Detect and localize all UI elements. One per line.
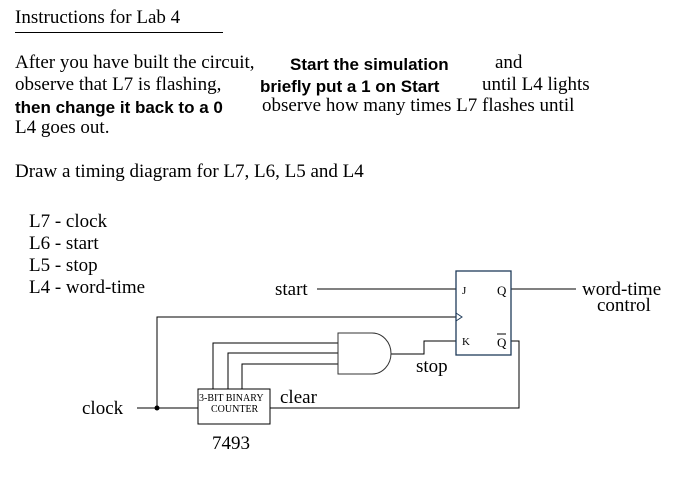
instruction-line3-end: observe how many times L7 flashes until	[262, 95, 575, 116]
clock-loop-wire	[156, 316, 456, 408]
start-label: start	[275, 279, 308, 300]
ff-k-label: K	[462, 336, 470, 348]
clock-triangle-icon	[455, 312, 463, 322]
legend-item-l6: L6 - start	[29, 233, 99, 254]
legend-item-l4: L4 - word-time	[29, 277, 146, 298]
counter-part-number: 7493	[212, 433, 250, 454]
output-label-control: control	[597, 295, 651, 316]
instruction-line1-text: After you have built the circuit,	[15, 52, 255, 73]
counter-label-line2: COUNTER	[211, 404, 259, 415]
and-gate	[337, 332, 392, 375]
clear-label: clear	[280, 387, 318, 408]
legend-item-l7: L7 - clock	[29, 211, 108, 232]
instruction-start-simulation: Start the simulation	[290, 55, 449, 74]
instruction-line2-end: until L4 lights	[482, 74, 590, 95]
instruction-line4: L4 goes out.	[15, 117, 110, 138]
instruction-line1-end: and	[495, 52, 523, 73]
stop-wire	[391, 340, 456, 355]
clear-feedback-wire	[270, 340, 520, 409]
counter-bit1-wire	[227, 352, 338, 389]
legend-item-l5: L5 - stop	[29, 255, 98, 276]
ff-j-label: J	[462, 285, 467, 297]
instruction-put-1-on-start: briefly put a 1 on Start	[260, 77, 440, 96]
counter-box	[197, 388, 271, 425]
counter-bit2-wire	[212, 342, 338, 389]
ff-q-label: Q	[497, 283, 507, 298]
page-title: Instructions for Lab 4	[15, 7, 181, 28]
instruction-change-back: then change it back to a 0	[15, 98, 223, 117]
output-label-word-time: word-time	[582, 279, 661, 300]
counter-label-line1: 3-BIT BINARY	[199, 393, 264, 404]
clock-label: clock	[82, 398, 124, 419]
instruction-line2-text: observe that L7 is flashing,	[15, 74, 222, 95]
clock-junction-dot	[154, 405, 160, 411]
timing-instruction: Draw a timing diagram for L7, L6, L5 and…	[15, 161, 364, 182]
counter-bit0-wire	[241, 363, 338, 389]
title-underline	[15, 32, 223, 33]
stop-label: stop	[416, 356, 448, 377]
ff-qbar-label: Q	[497, 335, 507, 350]
